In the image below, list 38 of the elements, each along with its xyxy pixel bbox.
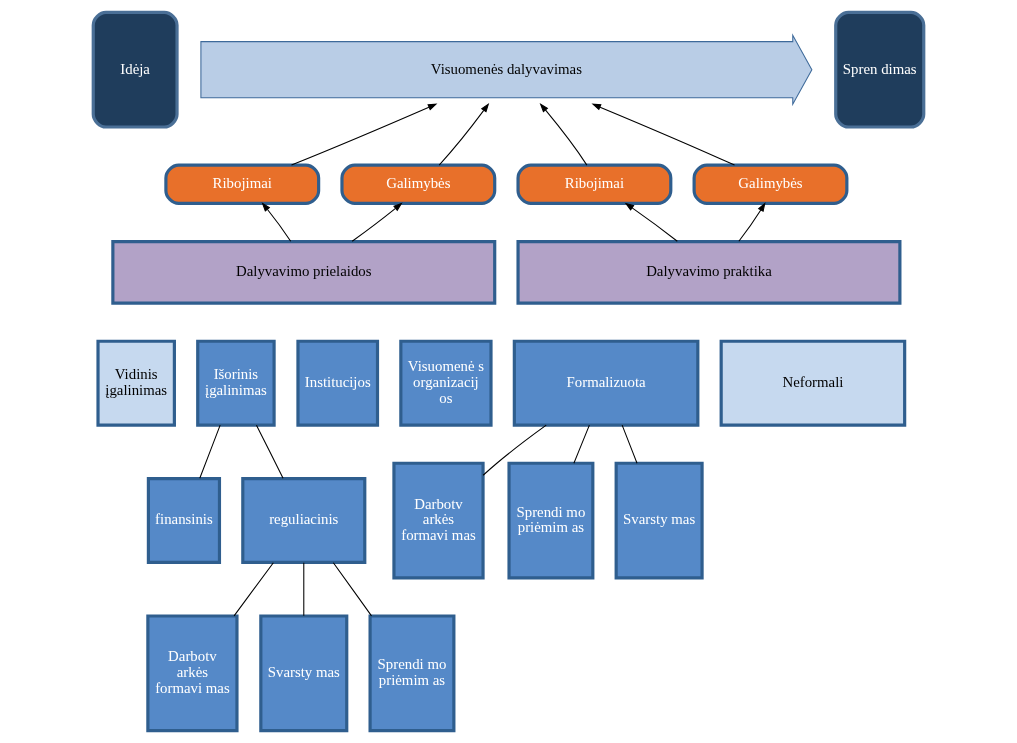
arrow — [261, 202, 292, 242]
node-box: Sprendi mo priėmim as — [368, 614, 456, 733]
node-box: Dalyvavimo prielaidos — [111, 240, 497, 305]
node-box: Ribojimai — [516, 163, 673, 205]
node-box: Neformali — [719, 339, 907, 427]
node-box: Spren dimas — [834, 10, 926, 129]
node-box: reguliacinis — [241, 477, 367, 564]
arrow — [351, 202, 403, 242]
connector — [303, 562, 305, 617]
node-box: Formalizuota — [512, 339, 700, 427]
node-box: Dalyvavimo praktika — [516, 240, 902, 305]
connector — [233, 562, 274, 617]
node-box: Idėja — [91, 10, 179, 129]
arrow — [291, 103, 438, 166]
connector — [482, 424, 547, 476]
node-box: Sprendi mo priėmim as — [507, 461, 595, 580]
node-box: finansinis — [146, 477, 222, 564]
node-box: Visuomenė s organizacij os — [399, 339, 493, 427]
connector — [621, 424, 638, 464]
node-box: Institucijos — [296, 339, 380, 427]
node-box: Darbotv arkės formavi mas — [392, 461, 485, 580]
connector — [255, 424, 284, 479]
node-box: Galimybės — [340, 163, 497, 205]
connector — [199, 424, 221, 479]
node-box: Išorinis įgalinimas — [196, 339, 276, 427]
node-box: Svarsty mas — [614, 461, 704, 580]
node-box: Darbotv arkės formavi mas — [146, 614, 239, 733]
arrow — [539, 103, 588, 166]
arrow — [591, 103, 736, 166]
arrow — [438, 102, 490, 166]
node-box: Vidinis įgalinimas — [96, 339, 176, 427]
connector — [332, 562, 373, 617]
arrow — [624, 202, 678, 242]
connector — [573, 424, 590, 464]
node-box: Galimybės — [692, 163, 849, 205]
node-box: Ribojimai — [164, 163, 321, 205]
node-box: Svarsty mas — [259, 614, 349, 733]
arrow — [738, 202, 766, 242]
